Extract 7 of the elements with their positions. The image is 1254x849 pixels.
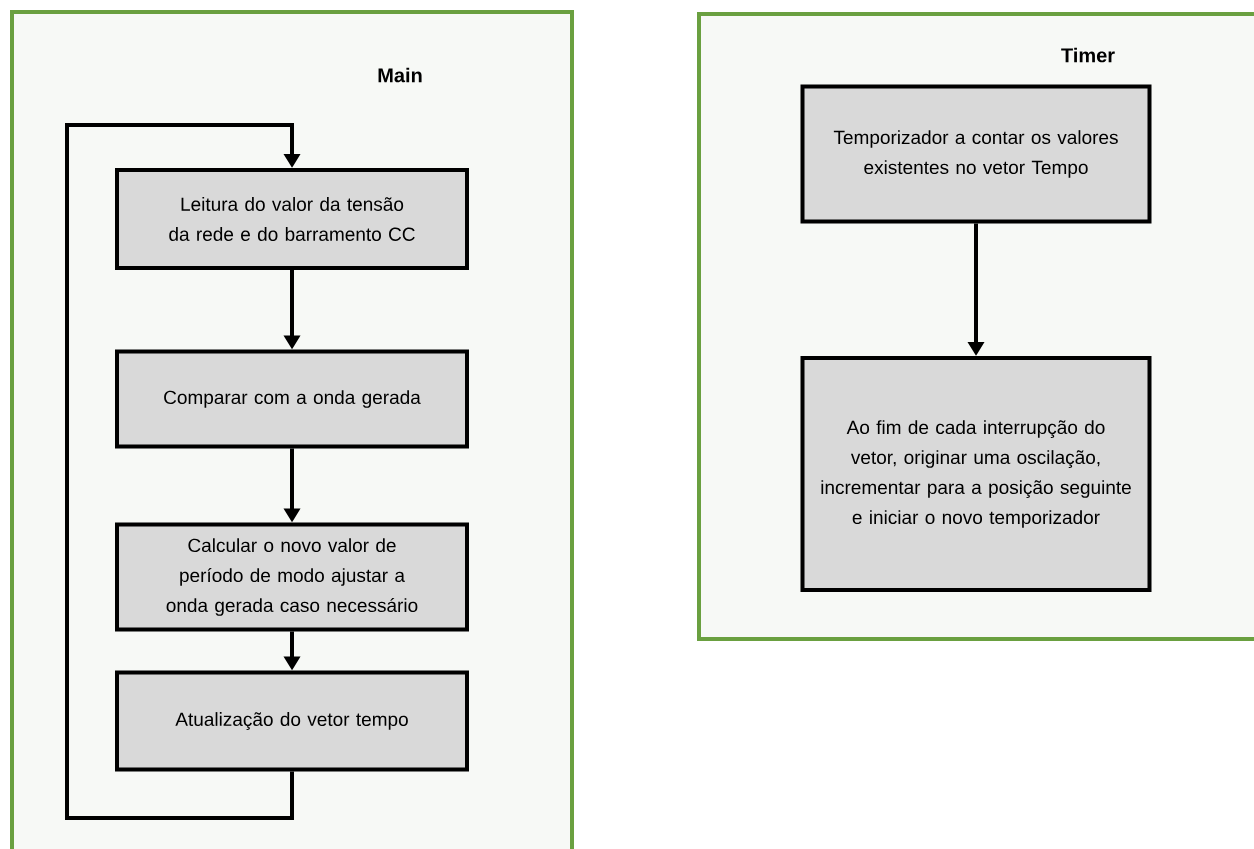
process-box: Leitura do valor da tensão da rede e do barramento CC: [115, 168, 469, 270]
process-box: Atualização do vetor tempo: [115, 670, 469, 772]
process-box: Comparar com a onda gerada: [115, 349, 469, 449]
process-box: Calcular o novo valor de período de modo ajustar a onda gerada caso necessário: [115, 522, 469, 632]
process-box: Temporizador a contar os valores existentes no vetor Tempo: [800, 84, 1152, 224]
arrow: [65, 123, 301, 820]
process-box: Ao fim de cada interrupção do vetor, originar uma oscilação, incrementar para a posição seguinte e iniciar o novo temporizador: [800, 356, 1152, 592]
